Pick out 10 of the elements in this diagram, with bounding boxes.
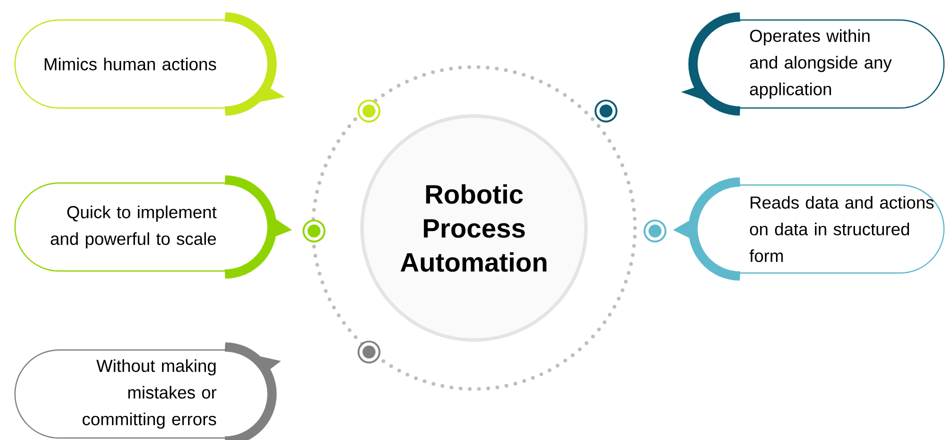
node-label: Operates within and alongside any application	[750, 29, 892, 99]
node-label: Mimics human actions	[44, 58, 216, 70]
callout-bubble: Operates within and alongside any application	[681, 12, 945, 116]
node-label: Without making mistakes or committing errors	[82, 359, 216, 429]
callout-bubble: Quick to implement and powerful to scale	[14, 175, 292, 279]
node-label: Quick to implement and powerful to scale	[50, 206, 217, 248]
callout-bubble: Without making mistakes or committing errors	[14, 342, 281, 440]
callout-bubble: Mimics human actions	[14, 12, 285, 116]
callout-bubble: Reads data and actions on data in structured form	[673, 177, 945, 281]
node-label: Reads data and actions on data in structured form	[750, 196, 934, 262]
